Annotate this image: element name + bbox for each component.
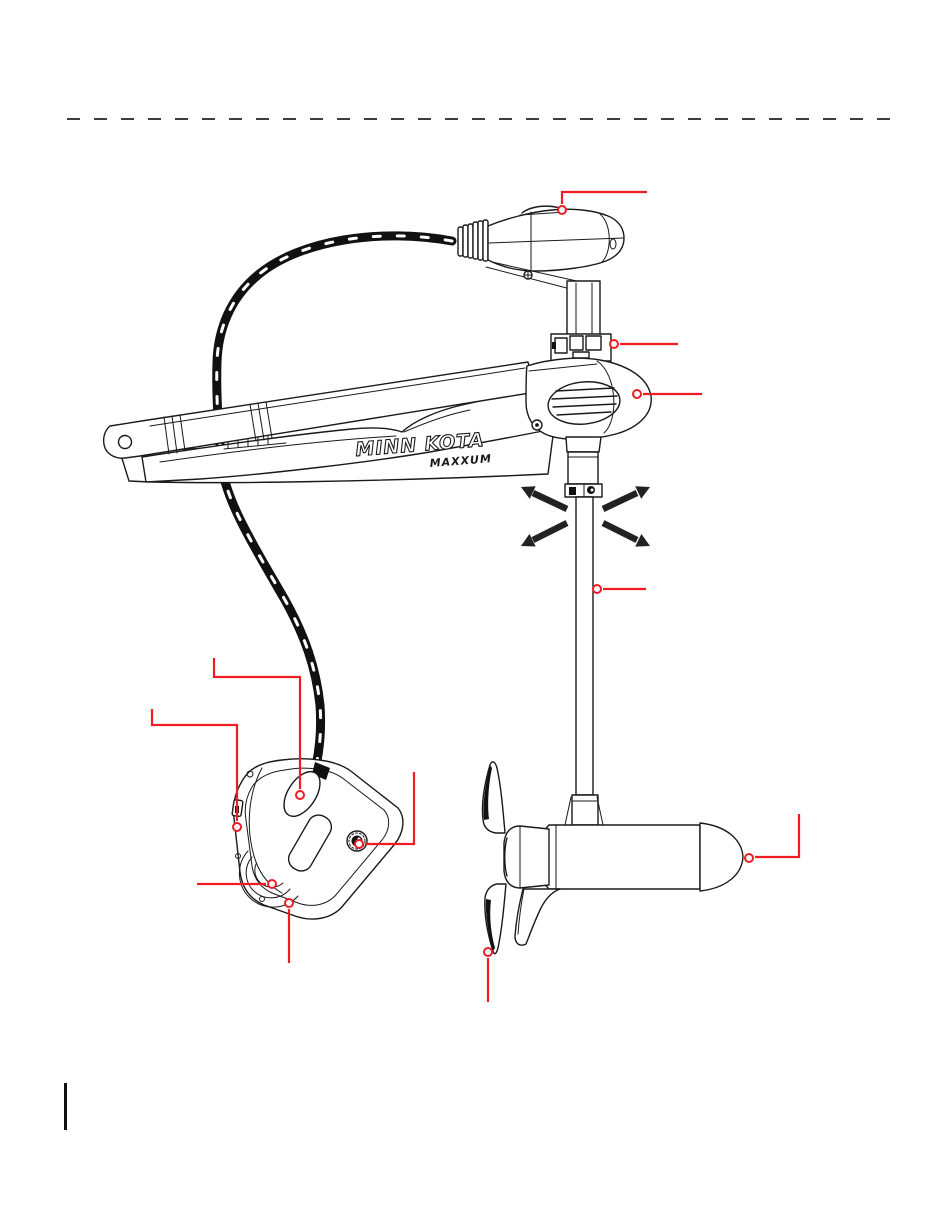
callout-marker-pedal-left-side	[232, 822, 242, 832]
depth-collar	[564, 483, 603, 498]
shaft-coupling	[571, 794, 599, 826]
head-column	[566, 280, 601, 336]
callout-marker-pedal-right-knob	[354, 839, 364, 849]
control-head	[457, 205, 625, 336]
mount-arm-ribs	[163, 401, 273, 455]
callout-marker-shaft	[592, 584, 602, 594]
connector-block	[550, 333, 612, 362]
callout-line-pedal-right-knob	[365, 772, 416, 846]
callout-marker-pedal-toe-pad	[295, 790, 305, 800]
shaft-assembly	[564, 436, 603, 796]
callout-line-motor-nose-cone	[755, 814, 801, 859]
propeller	[481, 761, 550, 955]
callout-line-pedal-left-side	[150, 709, 239, 821]
power-cable	[212, 231, 457, 779]
cable-boot	[457, 219, 489, 262]
footer-tick-mark	[64, 1083, 67, 1130]
pedal-lever	[287, 814, 333, 872]
callout-marker-pedal-heel-pad	[267, 879, 277, 889]
header-dashed-rule	[67, 118, 893, 120]
head-brace	[485, 261, 591, 293]
steering-arrows	[521, 486, 650, 547]
callout-marker-steering-housing	[632, 389, 642, 399]
callout-marker-propeller	[483, 947, 493, 957]
callouts-layer	[150, 190, 801, 1002]
steering-housing	[525, 357, 652, 440]
mount-arm	[102, 361, 537, 459]
mount-assembly: MINN KOTA MAXXUM	[102, 361, 558, 484]
foot-pedal	[231, 758, 404, 920]
shaft	[575, 496, 594, 796]
callout-line-control-head	[560, 190, 647, 204]
grip-pad	[547, 381, 621, 425]
callout-marker-control-head	[557, 205, 567, 215]
skeg	[514, 888, 561, 946]
lower-unit	[481, 761, 744, 955]
callout-marker-motor-nose-cone	[744, 853, 754, 863]
callout-marker-pedal-front	[284, 898, 294, 908]
callout-marker-connector-block	[609, 339, 619, 349]
nose-cone	[699, 822, 744, 892]
grip-slots	[551, 387, 618, 416]
logo-maxxum: MAXXUM	[429, 452, 492, 470]
arm-hinge-hole	[117, 434, 133, 450]
callout-line-pedal-toe-pad	[212, 658, 302, 789]
